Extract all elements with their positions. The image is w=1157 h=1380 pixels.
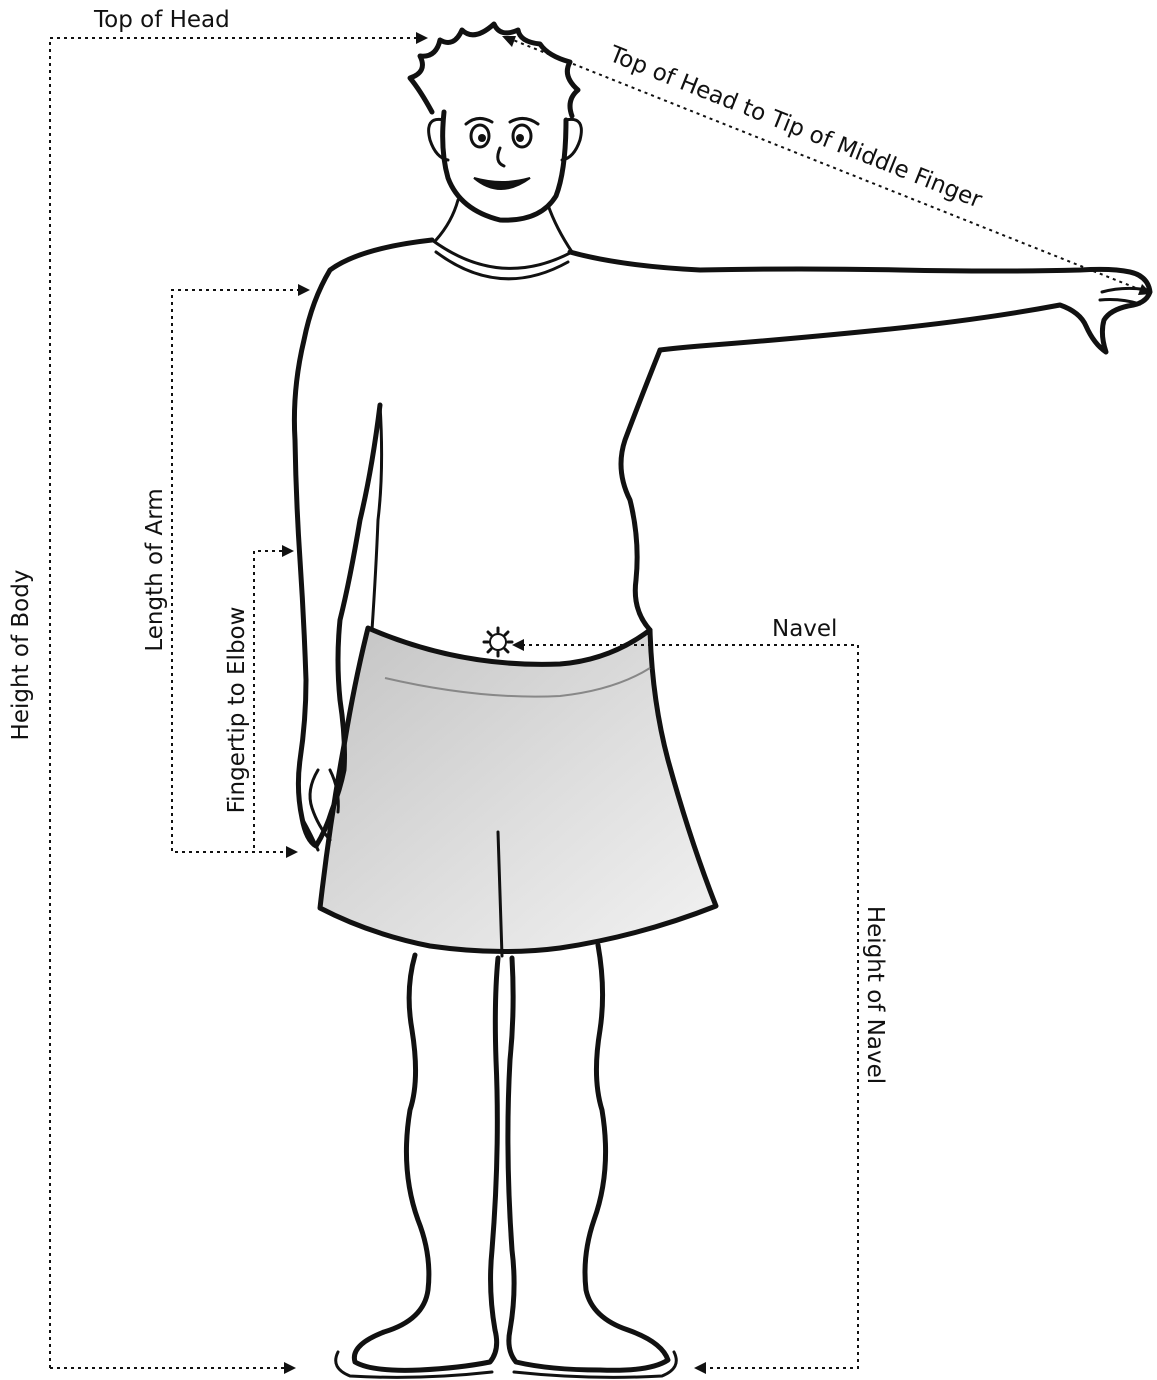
torso-right-side — [621, 350, 660, 630]
label-navel: Navel — [772, 616, 837, 642]
label-head-to-finger: Top of Head to Tip of Middle Finger — [605, 41, 986, 214]
length-of-arm-arrow-top — [298, 284, 310, 296]
necklace — [432, 240, 572, 279]
label-height-of-navel: Height of Navel — [862, 906, 888, 1084]
height-of-body-arrow — [284, 1362, 296, 1374]
head-to-finger-guide — [508, 38, 1146, 292]
figure-illustration — [294, 24, 1150, 1377]
fingertip-to-elbow-arrow — [282, 545, 294, 557]
right-leg — [508, 945, 668, 1370]
length-of-arm-arrow-bottom — [286, 846, 298, 858]
fingertip-to-elbow-guide — [254, 551, 282, 852]
hair — [410, 24, 578, 116]
label-top-of-head: Top of Head — [93, 7, 230, 33]
face-features — [466, 118, 538, 189]
height-of-navel-arrow — [694, 1362, 706, 1374]
navel-mark — [484, 628, 512, 656]
left-leg — [354, 955, 498, 1370]
top-of-head-arrow — [416, 32, 428, 44]
navel-arrow — [512, 639, 524, 651]
neck — [436, 200, 572, 252]
label-height-of-body: Height of Body — [8, 570, 34, 741]
label-fingertip-to-elbow: Fingertip to Elbow — [224, 607, 250, 814]
label-length-of-arm: Length of Arm — [142, 488, 168, 651]
outstretched-arm — [570, 252, 1150, 352]
skirt — [320, 628, 716, 952]
head-to-finger-arrow-start — [502, 36, 516, 47]
